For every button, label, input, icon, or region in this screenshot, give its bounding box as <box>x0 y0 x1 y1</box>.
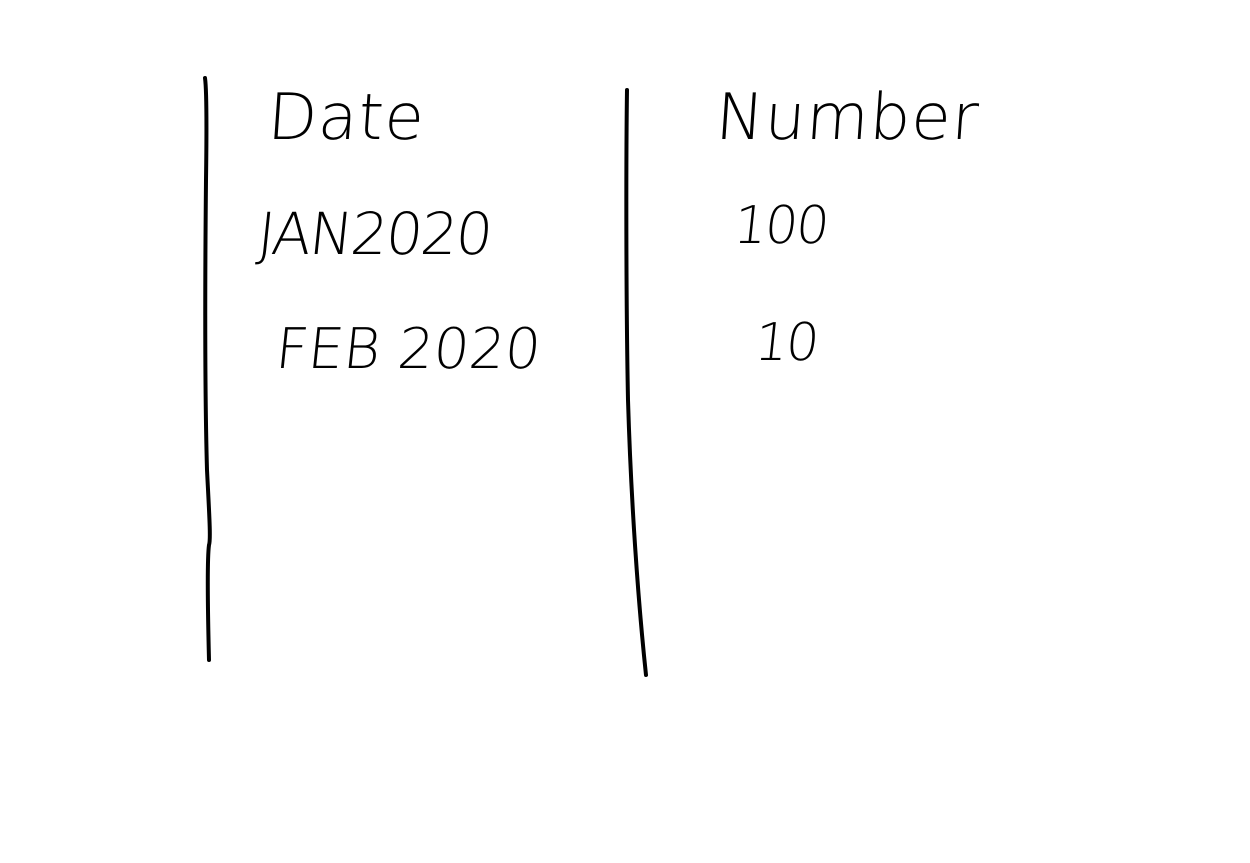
column-header-number: Number <box>713 81 982 155</box>
table-cell-date-row-1: JAN2020 <box>254 200 495 268</box>
table-cell-number-row-1: 100 <box>730 196 831 256</box>
column-header-date: Date <box>265 81 428 155</box>
table-cell-date-row-2: FEB 2020 <box>272 317 545 382</box>
table-cell-number-row-2: 10 <box>751 313 821 373</box>
middle-column-line <box>624 88 648 677</box>
left-column-line <box>203 76 212 662</box>
